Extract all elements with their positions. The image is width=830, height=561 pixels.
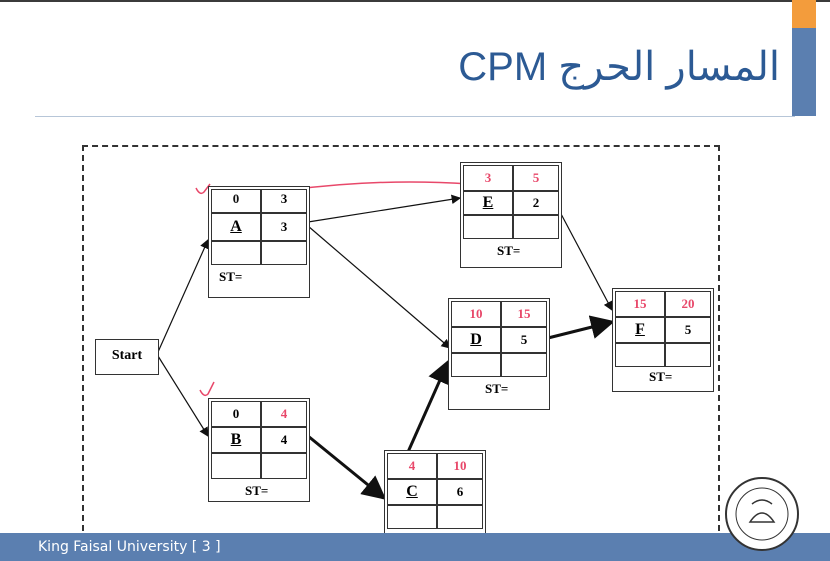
node-a-ef: 3 — [261, 189, 307, 213]
node-e-es: 3 — [463, 165, 513, 191]
node-b-ls — [211, 453, 261, 479]
node-d-duration: 5 — [501, 327, 547, 353]
node-f-ls — [615, 343, 665, 367]
university-seal-icon — [725, 477, 799, 551]
node-f-st: ST= — [649, 369, 673, 384]
node-b-name: B — [211, 427, 261, 453]
node-c-lf — [437, 505, 483, 529]
node-c-ls — [387, 505, 437, 529]
arrow-e-f — [559, 211, 613, 312]
checkmark-b — [199, 381, 215, 397]
node-a-lf — [261, 241, 307, 265]
node-c-ef: 10 — [437, 453, 483, 479]
node-a: 0 3 A 3 ST= — [208, 186, 310, 298]
checkmark-a — [195, 183, 211, 195]
node-b: 0 4 B 4 ST= — [208, 398, 310, 502]
title-divider — [35, 116, 795, 117]
start-node: Start — [95, 339, 159, 375]
node-f-duration: 5 — [665, 317, 711, 343]
node-d-es: 10 — [451, 301, 501, 327]
node-d-name: D — [451, 327, 501, 353]
node-b-lf — [261, 453, 307, 479]
node-d-ls — [451, 353, 501, 377]
orange-accent-tab — [792, 0, 816, 28]
node-d-st: ST= — [485, 381, 509, 396]
arrow-b-c — [307, 434, 387, 500]
top-border-line — [0, 0, 830, 2]
node-e: 3 5 E 2 ST= — [460, 162, 562, 268]
node-c-name: C — [387, 479, 437, 505]
node-e-name: E — [463, 191, 513, 215]
arrow-d-f — [547, 315, 615, 340]
arrow-a-d — [307, 225, 451, 349]
slide-title: المسار الحرج CPM — [458, 45, 780, 89]
node-b-es: 0 — [211, 401, 261, 427]
node-e-st: ST= — [497, 243, 521, 258]
node-a-ls — [211, 241, 261, 265]
annotation-stroke — [289, 181, 471, 191]
node-a-duration: 3 — [261, 213, 307, 241]
node-a-name: A — [211, 213, 261, 241]
node-e-ef: 5 — [513, 165, 559, 191]
node-f-name: F — [615, 317, 665, 343]
node-c-duration: 6 — [437, 479, 483, 505]
node-d-ef: 15 — [501, 301, 547, 327]
node-e-lf — [513, 215, 559, 239]
arrow-c-d — [406, 359, 451, 453]
node-d: 10 15 D 5 ST= — [448, 298, 550, 410]
node-b-ef: 4 — [261, 401, 307, 427]
footer-text: King Faisal University [ 3 ] — [38, 539, 221, 555]
node-e-duration: 2 — [513, 191, 559, 215]
node-f-lf — [665, 343, 711, 367]
node-e-ls — [463, 215, 513, 239]
arrow-start-a — [157, 238, 209, 353]
node-d-lf — [501, 353, 547, 377]
node-b-duration: 4 — [261, 427, 307, 453]
node-a-es: 0 — [211, 189, 261, 213]
node-a-st: ST= — [219, 269, 243, 284]
arrow-start-b — [157, 355, 209, 438]
diagram-frame — [82, 145, 720, 561]
node-c-es: 4 — [387, 453, 437, 479]
node-f-es: 15 — [615, 291, 665, 317]
node-b-st: ST= — [245, 483, 269, 498]
arrow-a-e — [307, 194, 462, 223]
blue-accent-bar — [792, 28, 816, 116]
node-f-ef: 20 — [665, 291, 711, 317]
footer-bar — [0, 533, 830, 561]
node-f: 15 20 F 5 ST= — [612, 288, 714, 392]
